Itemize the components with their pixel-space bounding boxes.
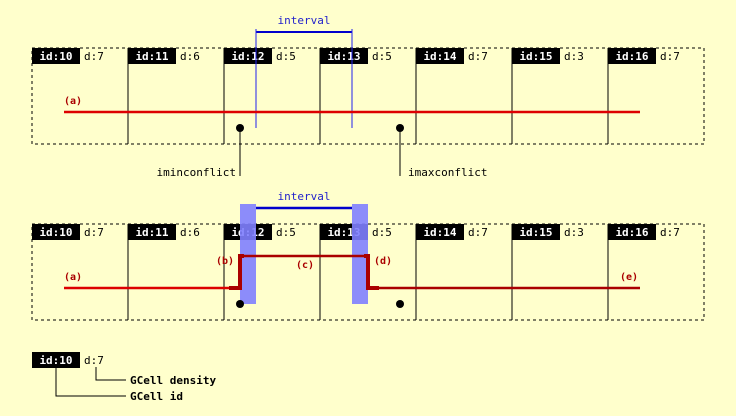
top-gcell-id-badge bbox=[128, 48, 176, 64]
bottom-gcell-density: d:5 bbox=[372, 226, 392, 239]
top-gcell-density: d:7 bbox=[468, 50, 488, 63]
bottom-gcell-id-badge bbox=[32, 224, 80, 240]
bottom-gcell-id: id:16 bbox=[615, 226, 648, 239]
top-gcell: id:10 d:7 bbox=[31, 47, 129, 145]
legend-id-label: GCell id bbox=[130, 390, 183, 403]
wire-label-e: (e) bbox=[620, 272, 638, 283]
bottom-gcell: id:15 d:3 bbox=[511, 223, 609, 321]
top-gcell-id-badge bbox=[608, 48, 656, 64]
top-gcell-id: id:11 bbox=[135, 50, 168, 63]
legend: id:10 d:7 GCell density GCell id bbox=[32, 352, 216, 403]
imaxconflict-marker: imaxconflict bbox=[396, 124, 487, 179]
bottom-gcell-row: id:10d:7id:11d:6id:12d:5id:13d:5id:14d:7… bbox=[31, 223, 705, 321]
top-gcell-id: id:10 bbox=[39, 50, 72, 63]
legend-id-leader bbox=[55, 368, 126, 397]
bottom-wire-label-a: (a) bbox=[64, 272, 82, 283]
top-gcell-id: id:13 bbox=[327, 50, 360, 63]
iminconflict-label: iminconflict bbox=[157, 166, 236, 179]
top-gcell-density: d:7 bbox=[84, 50, 104, 63]
legend-id-badge-bg bbox=[32, 352, 80, 368]
bottom-gcell-id-badge bbox=[512, 224, 560, 240]
top-gcell-density: d:7 bbox=[660, 50, 680, 63]
bottom-interval-label: interval bbox=[278, 190, 331, 203]
top-gcell-id-badge bbox=[512, 48, 560, 64]
imaxconflict-label: imaxconflict bbox=[408, 166, 487, 179]
top-gcell-density: d:3 bbox=[564, 50, 584, 63]
bottom-gcell-id: id:14 bbox=[423, 226, 456, 239]
bottom-gcell: id:11 d:6 bbox=[127, 223, 225, 321]
legend-density-text: d:7 bbox=[84, 354, 104, 367]
top-wire-label-a: (a) bbox=[64, 96, 82, 107]
legend-density-leader bbox=[95, 367, 126, 381]
bottom-gcell-density: d:7 bbox=[468, 226, 488, 239]
top-interval-label: interval bbox=[278, 14, 331, 27]
top-gcell-density: d:6 bbox=[180, 50, 200, 63]
bottom-gcell-density: d:3 bbox=[564, 226, 584, 239]
dogleg-label-d: (d) bbox=[374, 256, 392, 267]
bottom-gcell-id-badge bbox=[416, 224, 464, 240]
top-gcell-id-badge bbox=[32, 48, 80, 64]
bottom-gcell: id:10 d:7 bbox=[31, 223, 129, 321]
top-gcell-id: id:15 bbox=[519, 50, 552, 63]
interval-band-right bbox=[352, 204, 368, 304]
top-gcell: id:14 d:7 bbox=[415, 47, 513, 145]
legend-density-label: GCell density bbox=[130, 374, 216, 387]
top-gcell-id: id:14 bbox=[423, 50, 456, 63]
bottom-imaxconflict-dot bbox=[396, 300, 404, 308]
bottom-gcell-density: d:7 bbox=[84, 226, 104, 239]
top-gcell-id: id:12 bbox=[231, 50, 264, 63]
top-gcell-row: id:10 d:7 id:11 d:6 id:12 d:5 id:13 d:5 id:14 d:7… bbox=[31, 47, 705, 145]
top-interval-marker: interval bbox=[255, 14, 353, 128]
bottom-gcell-id: id:11 bbox=[135, 226, 168, 239]
bottom-gcell-id: id:15 bbox=[519, 226, 552, 239]
top-gcell-density: d:5 bbox=[372, 50, 392, 63]
iminconflict-marker: iminconflict bbox=[157, 124, 244, 179]
bottom-interval-marker: interval bbox=[240, 190, 368, 304]
bottom-gcell: id:14 d:7 bbox=[415, 223, 513, 321]
dogleg-label-b: (b) bbox=[216, 256, 234, 267]
bottom-gcell-density: d:7 bbox=[660, 226, 680, 239]
bottom-gcell-id: id:10 bbox=[39, 226, 72, 239]
legend-id-badge: id:10 bbox=[32, 352, 80, 368]
segment-label-c: (c) bbox=[296, 260, 314, 271]
interval-band-left bbox=[240, 204, 256, 304]
bottom-diagram: id:10d:7id:11d:6id:12d:5id:13d:5id:14d:7… bbox=[31, 190, 705, 321]
bottom-gcell-id-badge bbox=[608, 224, 656, 240]
bottom-gcell-density: d:5 bbox=[276, 226, 296, 239]
top-gcell: id:15 d:3 bbox=[511, 47, 609, 145]
bottom-gcell: id:16 d:7 bbox=[607, 223, 705, 321]
top-gcell: id:16 d:7 bbox=[607, 47, 705, 145]
bottom-gcell-id-badge bbox=[128, 224, 176, 240]
bottom-iminconflict-dot bbox=[236, 300, 244, 308]
top-diagram: id:10 d:7 id:11 d:6 id:12 d:5 id:13 d:5 id:14 d:7… bbox=[31, 14, 705, 179]
top-gcell-id: id:16 bbox=[615, 50, 648, 63]
bottom-gcell-density: d:6 bbox=[180, 226, 200, 239]
top-gcell-id-badge bbox=[224, 48, 272, 64]
top-gcell: id:11 d:6 bbox=[127, 47, 225, 145]
legend-id-text: id:10 bbox=[39, 354, 72, 367]
top-gcell-id-badge bbox=[416, 48, 464, 64]
top-gcell-density: d:5 bbox=[276, 50, 296, 63]
top-gcell-id-badge bbox=[320, 48, 368, 64]
